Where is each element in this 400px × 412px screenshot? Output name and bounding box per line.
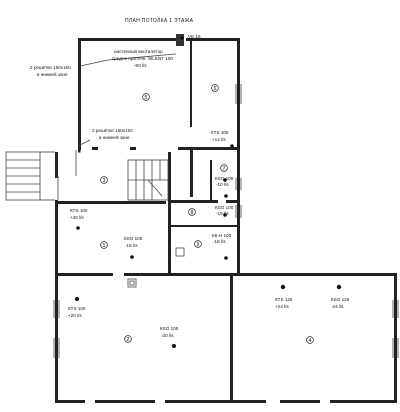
walls <box>55 38 397 403</box>
room-number-r6: 6 <box>214 86 217 92</box>
room-number-r2: 2 <box>127 337 130 343</box>
leader-lines <box>77 53 177 147</box>
svg-text:средне приточн. SILENT 100: средне приточн. SILENT 100 <box>112 56 173 61</box>
room-markers: 1 2 3 4 5 6 7 8 9 <box>100 84 314 344</box>
room-1-label: КТS 100 +40 l/s <box>70 208 88 220</box>
diffuser-icon <box>130 255 134 259</box>
room-5-label: КSO 100 -18 l/s <box>124 236 143 248</box>
interior-stair <box>127 159 169 201</box>
svg-text:-10 l/s: -10 l/s <box>216 182 229 187</box>
svg-text:КSO 125: КSO 125 <box>331 297 350 302</box>
room-marker-r9 <box>194 240 202 248</box>
diffuser-icon <box>224 256 228 260</box>
room-marker-r4 <box>306 336 314 344</box>
svg-text:настенный вентилятор: настенный вентилятор <box>114 48 163 54</box>
hatch-icon <box>127 278 137 288</box>
svg-text:-24 l/s: -24 l/s <box>331 304 344 309</box>
room-number-r3: 3 <box>103 178 106 184</box>
svg-text:КSO 100: КSO 100 <box>215 176 234 181</box>
windows <box>53 84 399 358</box>
room-number-r7: 7 <box>223 166 226 172</box>
room-6-label: КТS 100 +12 l/s <box>211 130 229 142</box>
room-number-r1: 1 <box>103 243 106 249</box>
svg-text:-20 l/s: -20 l/s <box>161 333 174 338</box>
shaft-label: VE 16 <box>188 34 201 39</box>
room-number-r4: 4 <box>309 338 312 344</box>
svg-text:КТS 100: КТS 100 <box>70 208 88 213</box>
room-marker-r3 <box>100 176 108 184</box>
room-marker-r1 <box>100 241 108 249</box>
diffuser-icon <box>180 36 184 40</box>
svg-text:КК-Н 100: КК-Н 100 <box>212 233 232 238</box>
svg-text:2 решётки 150х150: 2 решётки 150х150 <box>30 65 71 70</box>
room-8-label: КSO 100 -15 l/s <box>215 205 234 216</box>
svg-text:+24 l/s: +24 l/s <box>275 304 289 309</box>
room-2-label-exhaust: КSO 100 -20 l/s <box>160 326 179 338</box>
room-marker-r2 <box>124 335 132 343</box>
room-marker-r6 <box>211 84 219 92</box>
room-number-r5: 5 <box>145 95 148 101</box>
room-marker-r7 <box>220 164 228 172</box>
room-9-label: КК-Н 100 -18 l/s <box>212 233 232 244</box>
svg-text:в нижней зоне: в нижней зоне <box>99 134 130 140</box>
ventilation-shaft: VE 16 <box>176 34 201 46</box>
svg-text:КSO 100: КSO 100 <box>160 326 179 331</box>
room-2-label-supply: КТS 100 +20 l/s <box>68 306 86 318</box>
diffuser-icon <box>223 178 227 182</box>
grille-note-upper: 2 решётки 150х150 в нижней зоне <box>30 65 71 77</box>
svg-text:КSO 100: КSO 100 <box>124 236 143 241</box>
room-number-r8: 8 <box>191 210 194 216</box>
exterior-stairs <box>5 151 55 201</box>
svg-text:-60 l/s: -60 l/s <box>134 63 147 68</box>
svg-text:КТS 125: КТS 125 <box>275 297 293 302</box>
room-4-label-supply: КТS 125 +24 l/s <box>275 297 293 309</box>
washbasin-icon <box>175 247 185 257</box>
room-marker-r8 <box>188 208 196 216</box>
svg-text:в нижней зоне: в нижней зоне <box>37 71 68 77</box>
diffusers <box>75 36 342 348</box>
plan-title: ПЛАН ПОТОЛКА 1 ЭТАЖА <box>125 18 194 24</box>
svg-text:+12 l/s: +12 l/s <box>212 137 226 142</box>
diffuser-icon <box>280 284 286 290</box>
svg-text:-15 l/s: -15 l/s <box>216 211 229 216</box>
svg-text:+20 l/s: +20 l/s <box>68 313 82 318</box>
diffuser-icon <box>230 144 234 148</box>
room-7-label: КSO 100 -10 l/s <box>215 176 234 187</box>
svg-text:КТS 100: КТS 100 <box>211 130 229 135</box>
room-marker-r5 <box>142 93 150 101</box>
svg-text:-18 l/s: -18 l/s <box>213 239 226 244</box>
diffuser-icon <box>223 213 227 217</box>
room-4-label-exhaust: КSO 125 -24 l/s <box>331 297 350 309</box>
diffuser-icon <box>75 297 79 301</box>
diffuser-icon <box>172 344 176 348</box>
svg-text:-18 l/s: -18 l/s <box>125 243 138 248</box>
diffuser-icon <box>76 226 80 230</box>
svg-text:КSO 100: КSO 100 <box>215 205 234 210</box>
diffuser-icon <box>336 284 342 290</box>
room-number-r9: 9 <box>197 242 200 248</box>
svg-text:КТS 100: КТS 100 <box>68 306 86 311</box>
fan-note: настенный вентилятор средне приточн. SIL… <box>112 48 173 68</box>
diffuser-icon <box>224 194 228 198</box>
grille-note-middle: 2 решётки 150х150 в нижней зоне <box>92 128 133 140</box>
svg-text:+40 l/s: +40 l/s <box>70 215 84 220</box>
svg-text:2 решётки 150х150: 2 решётки 150х150 <box>92 128 133 133</box>
